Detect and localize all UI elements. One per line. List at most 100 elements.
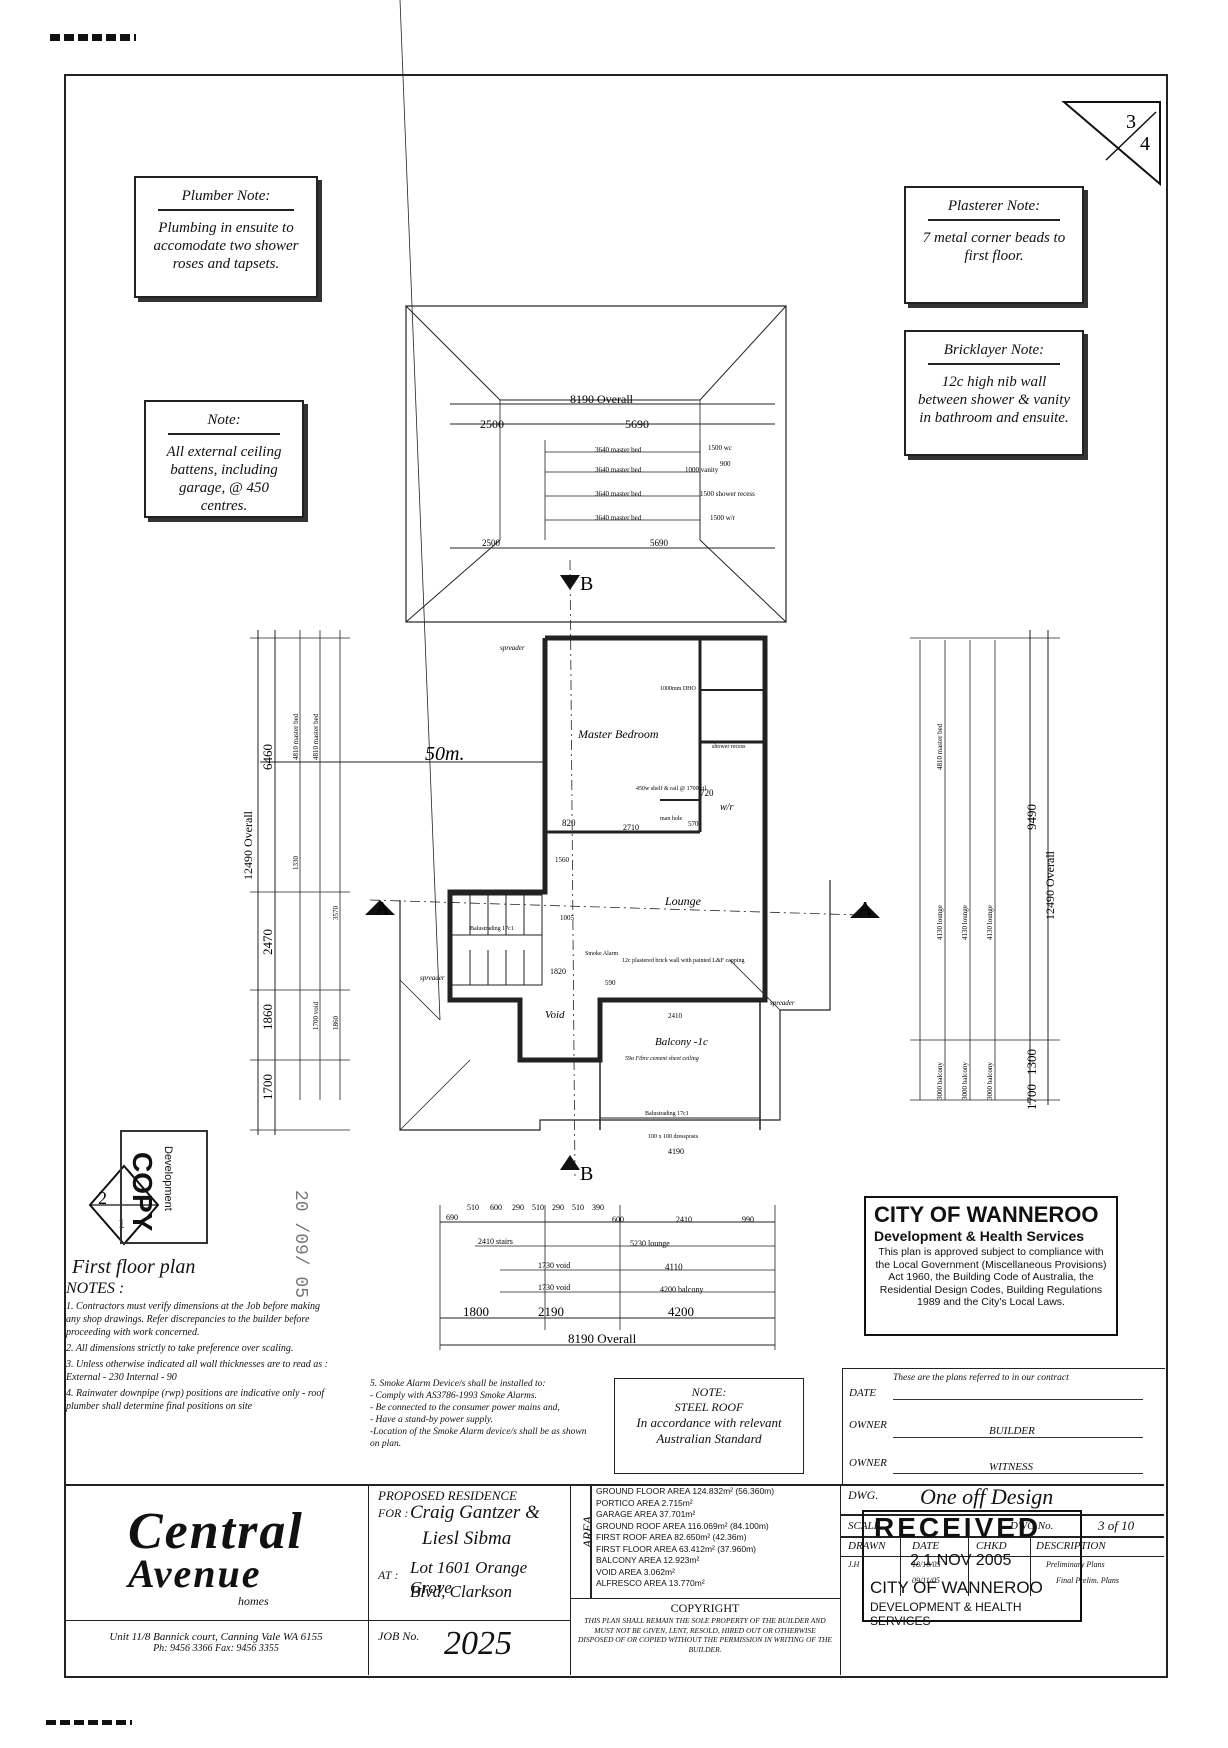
copyright-text: THIS PLAN SHALL REMAIN THE SOLE PROPERTY…	[577, 1616, 832, 1654]
bottom-dim: 5230 lounge	[630, 1239, 670, 1248]
lower-roof-outline	[399, 880, 831, 1131]
dim-mark: 720	[700, 788, 714, 798]
general-note-title: Note:	[168, 412, 280, 435]
drawing-ref-top: 2	[98, 1188, 107, 1208]
bottom-dim: 690	[446, 1213, 458, 1222]
received-date: 2 1 NOV 2005	[910, 1552, 1012, 1569]
contract-header: These are the plans referred to in our c…	[893, 1373, 1069, 1383]
area-row: FIRST FLOOR AREA 63.412m² (37.960m)	[596, 1543, 756, 1554]
bricklayer-note-body: 12c high nib wall between shower & vanit…	[917, 374, 1071, 426]
title-block	[64, 1484, 1164, 1676]
sheet-number-top: 3	[1126, 111, 1136, 133]
top-overall-dim: 8190 Overall	[570, 392, 634, 406]
copyright-title: COPYRIGHT	[670, 1601, 740, 1615]
dwg-value: One off Design	[920, 1484, 1054, 1509]
external-walls	[447, 635, 768, 1063]
side-date-stamp: 20 /09/ 05	[290, 1190, 310, 1299]
right-inner-dim: 4130 lounge	[986, 905, 994, 940]
room-balcony: Balcony -1c	[655, 1036, 708, 1048]
plumber-note-body: Plumbing in ensuite to accomodate two sh…	[153, 220, 299, 272]
master-bed-dim: 3640 master bed	[595, 446, 642, 454]
smoke-alarm-notes: 5. Smoke Alarm Device/s shall be install…	[370, 1378, 590, 1450]
room-lounge: Lounge	[664, 894, 702, 908]
scale-label: SCALE	[848, 1520, 881, 1532]
project-at-value-2: Blvd, Clarkson	[410, 1582, 512, 1601]
contract-date-label: DATE	[849, 1387, 877, 1399]
col-date: DATE	[912, 1540, 940, 1552]
left-dim: 2470	[260, 929, 275, 955]
scan-mark	[46, 1720, 132, 1725]
sheet-border	[64, 74, 1168, 1678]
first-floor-plan-drawing: B B A A 8190 Overall 2500 5690 2500 5690…	[241, 0, 1060, 1350]
stairs	[451, 894, 543, 986]
project-proposed: PROPOSED RESIDENCE	[378, 1488, 518, 1503]
right-inner-dim: 4130 lounge	[936, 905, 944, 940]
smoke-note-line: -Location of the Smoke Alarm device/s sh…	[370, 1427, 587, 1449]
dim-mark: 1005	[560, 914, 575, 922]
contract-witness-label: WITNESS	[989, 1461, 1033, 1473]
shelf-label: 450w shelf & rail @ 1700 ctl.	[636, 785, 708, 792]
bottom-dim: 1730 void	[538, 1283, 570, 1292]
plumber-note: Plumber Note: Plumbing in ensuite to acc…	[134, 176, 318, 298]
dim-mark: 820	[562, 818, 576, 828]
top-left-dim-2: 2500	[482, 538, 501, 548]
col-description: DESCRIPTION	[1036, 1540, 1106, 1552]
left-inner-dim: 1700 void	[312, 1001, 320, 1030]
dim-mark: 4190	[668, 1147, 684, 1156]
bottom-dim: 2410	[676, 1215, 692, 1224]
section-a-label-right: A	[858, 898, 873, 920]
master-bed-dim: 3640 master bed	[595, 466, 642, 474]
bottom-total-dim: 1800	[463, 1304, 489, 1319]
scan-mark	[50, 34, 136, 41]
right-inner-dim: 3000 balcony	[986, 1062, 994, 1100]
bricklayer-note-title: Bricklayer Note:	[928, 342, 1060, 365]
left-inner-dim: 4810 master bed	[292, 713, 300, 760]
balcony-ceiling-note: 59a Fibre cement sheet ceiling	[625, 1056, 699, 1062]
left-inner-dim: 1860	[332, 1016, 340, 1031]
dim-mark: 1820	[550, 967, 566, 976]
section-b-label-bottom: B	[580, 1163, 593, 1185]
spreader-label: spreader	[420, 974, 445, 982]
area-rows: GROUND FLOOR AREA 124.832m² (56.360m) PO…	[596, 1486, 774, 1590]
dwg-label: DWG.	[848, 1488, 879, 1502]
left-dim: 6460	[260, 744, 275, 770]
room-shower: shower recess	[712, 744, 746, 750]
company-phone: Ph: 9456 3366 Fax: 9456 3355	[153, 1643, 279, 1654]
company-logo: Central Avenue homes	[88, 1494, 358, 1614]
plasterer-note-body: 7 metal corner beads to first floor.	[922, 230, 1066, 264]
note-item: 2. All dimensions strictly to take prefe…	[66, 1343, 294, 1354]
sheet-number-corner: 3 4	[1061, 101, 1161, 187]
city-stamp-title: CITY OF WANNEROO	[874, 1202, 1099, 1227]
rev-drawn: J.H	[848, 1560, 860, 1569]
project-for-value-2: Liesl Sibma	[422, 1528, 512, 1549]
left-inner-dim: 4810 master bed	[312, 713, 320, 760]
company-name-1: Central	[128, 1503, 304, 1560]
roof-note-title: NOTE:	[691, 1385, 727, 1399]
city-stamp-body: This plan is approved subject to complia…	[875, 1246, 1107, 1308]
room-master-bedroom: Master Bedroom	[577, 727, 659, 741]
section-b-top-marker	[560, 575, 580, 590]
copy-stamp-text: COPY	[127, 1152, 158, 1232]
bottom-dim: 990	[742, 1215, 754, 1224]
area-label: AREA	[580, 1516, 595, 1548]
ceiling-batten-note: Note: All external ceiling battens, incl…	[144, 400, 304, 518]
area-row: ALFRESCO AREA 13.770m²	[596, 1578, 705, 1588]
top-left-dim: 2500	[480, 417, 504, 431]
bricklayer-note: Bricklayer Note: 12c high nib wall betwe…	[904, 330, 1084, 456]
note-item: 3. Unless otherwise indicated all wall t…	[66, 1359, 329, 1383]
section-a-right-marker	[850, 903, 880, 918]
project-at-label: AT :	[378, 1568, 399, 1582]
dim-mark: 2410	[668, 1012, 683, 1020]
right-top-dim: 900	[720, 460, 731, 468]
received-title: RECEIVED	[874, 1512, 1042, 1543]
company-name-2: Avenue	[128, 1551, 262, 1596]
general-note-body: All external ceiling battens, including …	[166, 444, 282, 514]
bottom-dim: 510	[572, 1203, 584, 1212]
brick-wall-label: 12c plastered brick wall with painted L&…	[622, 958, 744, 964]
received-city: CITY OF WANNEROO	[870, 1578, 1043, 1597]
rev-description: Preliminary Plans	[1046, 1560, 1105, 1569]
bottom-dim: 510	[532, 1203, 544, 1212]
project-cell: PROPOSED RESIDENCE FOR : Craig Gantzer &…	[368, 1484, 571, 1620]
company-name-3: homes	[238, 1594, 269, 1608]
area-row: GROUND ROOF AREA 116.069m² (84.100m)	[596, 1520, 769, 1531]
